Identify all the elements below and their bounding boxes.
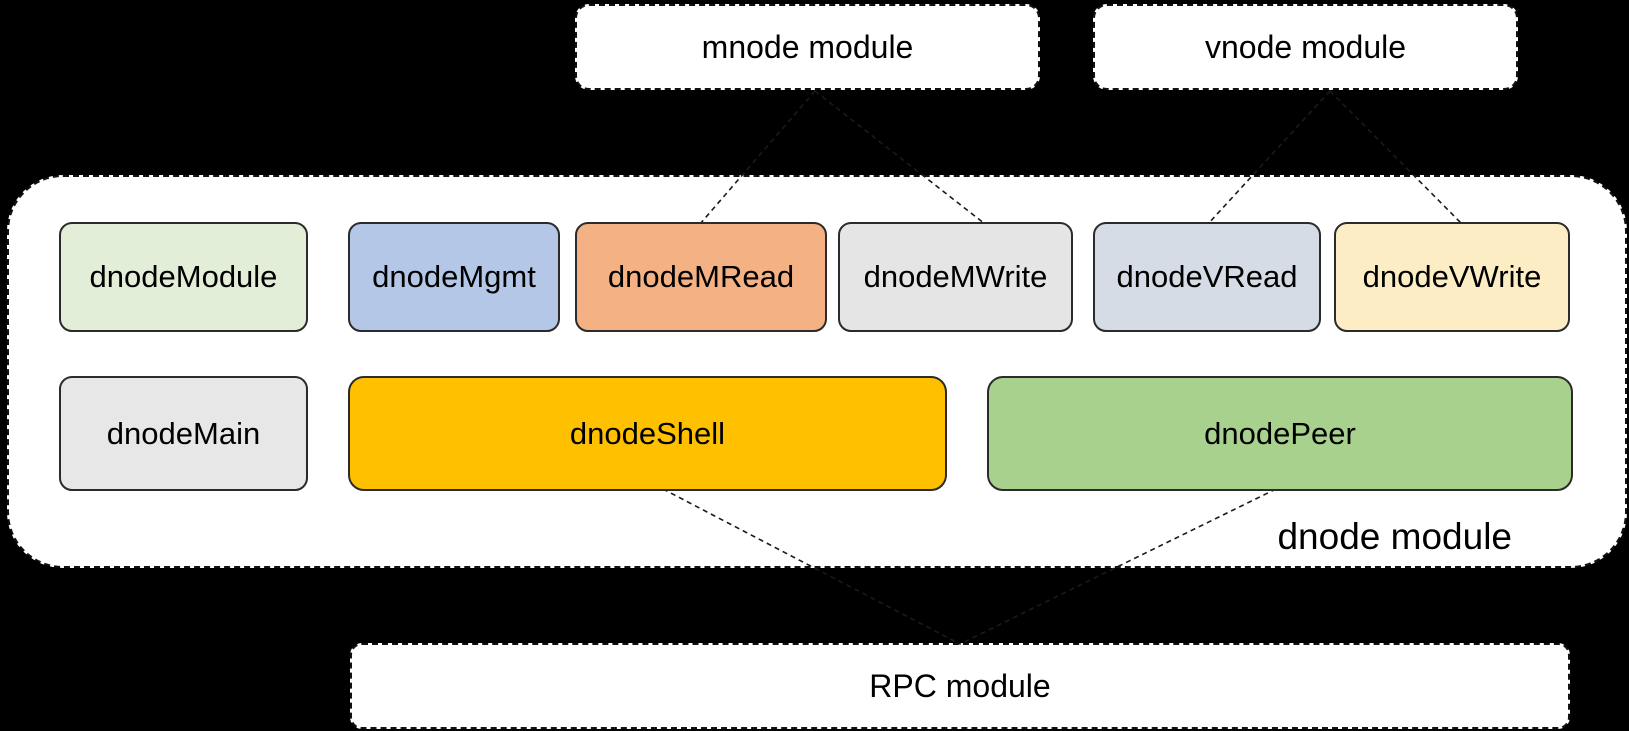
dnode-module-label: dnode module <box>1277 516 1512 557</box>
block-dnode-mgmt: dnodeMgmt <box>348 222 560 332</box>
block-dnode-vread: dnodeVRead <box>1093 222 1321 332</box>
rpc-module-box: RPC module <box>350 643 1570 729</box>
block-dnode-shell-label: dnodeShell <box>569 415 726 451</box>
vnode-module-box: vnode module <box>1093 4 1518 90</box>
block-dnode-peer-label: dnodePeer <box>1204 415 1356 451</box>
mnode-module-label: mnode module <box>701 28 914 65</box>
block-dnode-mread: dnodeMRead <box>575 222 827 332</box>
block-dnode-main-label: dnodeMain <box>106 415 261 451</box>
block-dnode-module: dnodeModule <box>59 222 308 332</box>
vnode-module-label: vnode module <box>1204 28 1407 65</box>
mnode-module-box: mnode module <box>575 4 1040 90</box>
block-dnode-peer: dnodePeer <box>987 376 1573 491</box>
block-dnode-mwrite-label: dnodeMWrite <box>863 259 1048 294</box>
block-dnode-vwrite: dnodeVWrite <box>1334 222 1570 332</box>
block-dnode-mwrite: dnodeMWrite <box>838 222 1073 332</box>
block-dnode-module-label: dnodeModule <box>89 259 278 294</box>
block-dnode-mread-label: dnodeMRead <box>607 259 795 294</box>
block-dnode-shell: dnodeShell <box>348 376 947 491</box>
block-dnode-main: dnodeMain <box>59 376 308 491</box>
block-dnode-vread-label: dnodeVRead <box>1116 259 1298 294</box>
block-dnode-mgmt-label: dnodeMgmt <box>372 259 536 294</box>
block-dnode-vwrite-label: dnodeVWrite <box>1362 259 1542 294</box>
rpc-module-label: RPC module <box>869 667 1051 704</box>
